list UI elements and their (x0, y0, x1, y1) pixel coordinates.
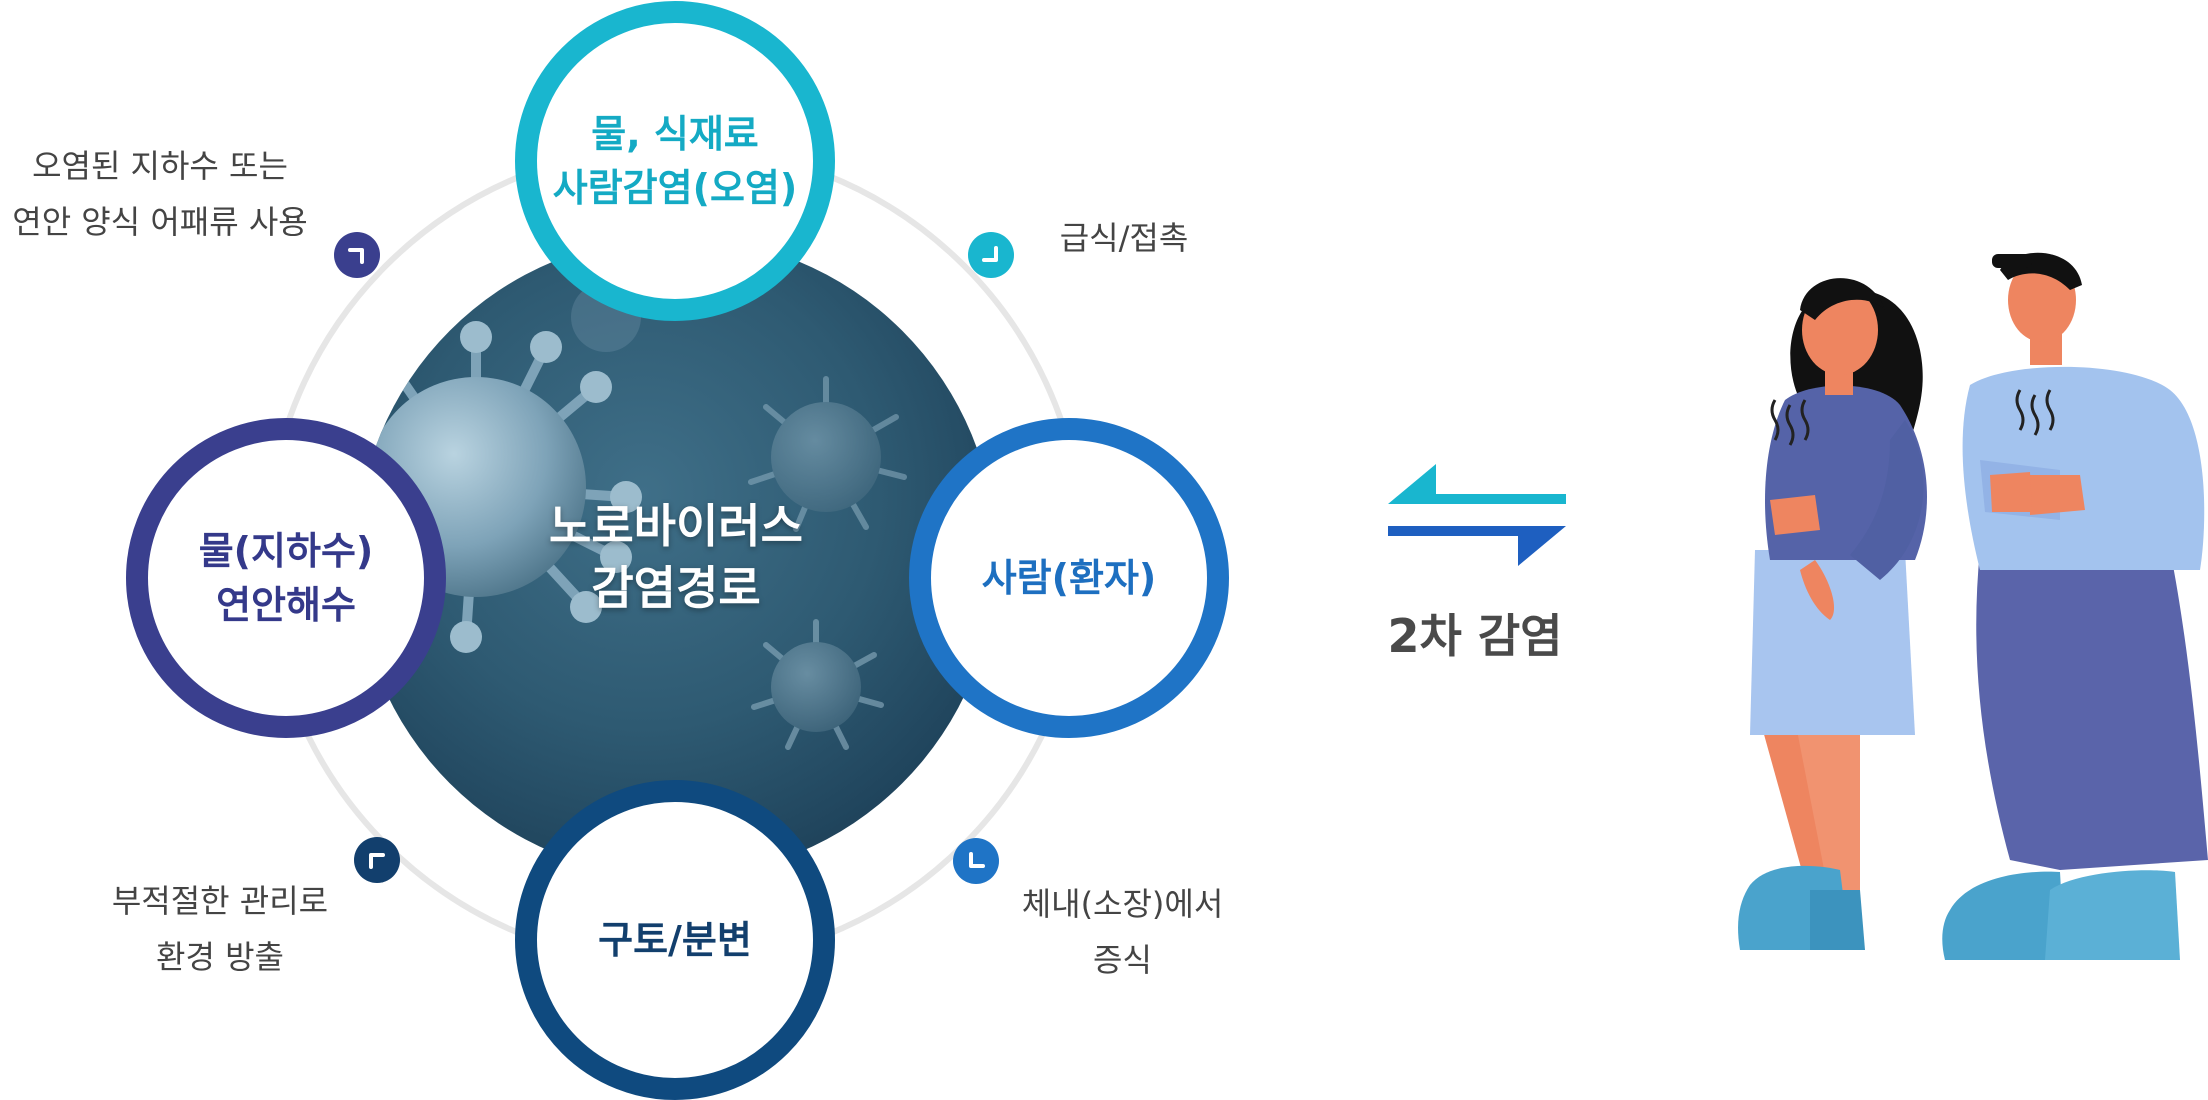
corner-arrow-icon (953, 838, 999, 884)
node-water-food: 물, 식재료 사람감염(오염) (515, 1, 835, 321)
note-improper-management: 부적절한 관리로 환경 방출 (100, 873, 340, 985)
node-right-line1: 사람(환자) (981, 556, 1157, 600)
node-left-line2: 연안해수 (216, 583, 356, 627)
node-bottom-line1: 구토/분변 (598, 918, 752, 962)
center-title-line2: 감염경로 (591, 561, 761, 615)
center-title: 노로바이러스 감염경로 (356, 495, 996, 619)
center-title-line1: 노로바이러스 (549, 499, 803, 553)
node-vomit-feces: 구토/분변 (515, 780, 835, 1100)
node-top-line2: 사람감염(오염) (552, 166, 798, 210)
note-tr-line1: 급식/접촉 (1059, 219, 1189, 257)
node-patient: 사람(환자) (909, 418, 1229, 738)
secondary-infection-label: 2차 감염 (1387, 609, 1563, 663)
sick-couple-illustration (1730, 250, 2208, 974)
note-intestine-growth: 체내(소장)에서 증식 (1010, 876, 1235, 988)
note-br-line1: 체내(소장)에서 (1021, 885, 1224, 923)
note-meal-contact: 급식/접촉 (1044, 210, 1204, 266)
corner-arrow-icon (354, 837, 400, 883)
note-tl-line1: 오염된 지하수 또는 (32, 147, 288, 185)
corner-arrow-icon (968, 232, 1014, 278)
note-tl-line2: 연안 양식 어패류 사용 (12, 203, 308, 241)
note-bl-line2: 환경 방출 (156, 938, 284, 976)
note-br-line2: 증식 (1093, 941, 1152, 979)
note-contaminated-water: 오염된 지하수 또는 연안 양식 어패류 사용 (0, 138, 320, 250)
node-groundwater-seawater: 물(지하수) 연안해수 (126, 418, 446, 738)
bidirectional-arrows-icon (1388, 460, 1570, 574)
note-bl-line1: 부적절한 관리로 (111, 882, 329, 920)
node-left-line1: 물(지하수) (198, 529, 374, 573)
corner-arrow-icon (334, 232, 380, 278)
node-top-line1: 물, 식재료 (591, 112, 759, 156)
